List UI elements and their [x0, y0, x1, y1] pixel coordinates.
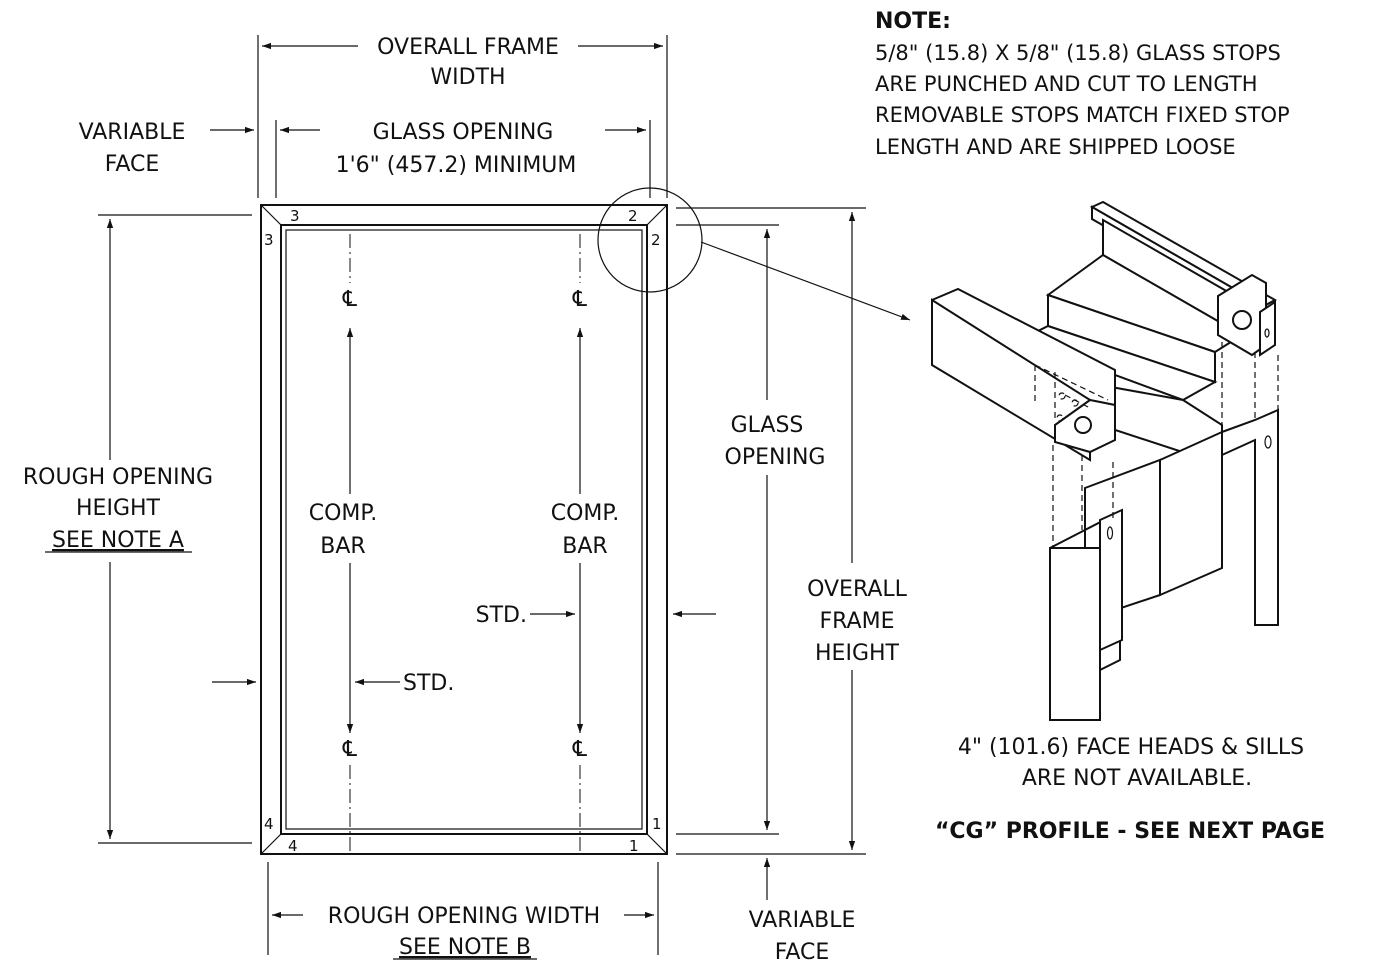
detail-callout-leader	[700, 241, 911, 321]
comp-bar-right-label-1: COMP.	[551, 501, 620, 526]
comp-bar-left-label-2: BAR	[320, 534, 365, 559]
overall-frame-height-label-3: HEIGHT	[815, 641, 900, 666]
rough-opening-height-label-1: ROUGH OPENING	[23, 465, 213, 490]
note-line-3: REMOVABLE STOPS MATCH FIXED STOP	[875, 103, 1290, 127]
note-line-1: 5/8" (15.8) X 5/8" (15.8) GLASS STOPS	[875, 41, 1281, 65]
corner-label-3-top: 3	[290, 207, 300, 225]
rough-opening-height-label-3: SEE NOTE A	[52, 528, 184, 553]
corner-label-1-side: 1	[652, 815, 662, 833]
centerline-symbol-right-top: ℄	[572, 287, 588, 312]
corner-label-1-bottom: 1	[629, 837, 639, 855]
detail-callout-circle	[597, 187, 703, 293]
centerline-symbol-right-bottom: ℄	[572, 737, 588, 762]
corner-label-2-side: 2	[651, 231, 661, 249]
std-label-right: STD.	[476, 603, 527, 628]
corner-label-4-bottom: 4	[288, 837, 298, 855]
glass-opening-side-label-2: OPENING	[725, 445, 826, 470]
note-line-2: ARE PUNCHED AND CUT TO LENGTH	[875, 72, 1258, 96]
variable-face-top-label-2: FACE	[105, 152, 160, 177]
corner-label-2-top: 2	[628, 207, 638, 225]
corner-joint-detail	[931, 200, 1279, 721]
glass-opening-side-label-1: GLASS	[731, 413, 804, 438]
comp-bar-right-label-2: BAR	[562, 534, 607, 559]
overall-frame-width-label-2: WIDTH	[430, 65, 505, 90]
note-line-4: LENGTH AND ARE SHIPPED LOOSE	[875, 135, 1236, 159]
overall-frame-width-label-1: OVERALL FRAME	[377, 35, 559, 60]
centerline-symbol-left-top: ℄	[342, 287, 358, 312]
note-title: NOTE:	[875, 9, 951, 34]
corner-label-3-side: 3	[264, 231, 274, 249]
std-label-left: STD.	[403, 671, 454, 696]
rough-opening-width-label-2: SEE NOTE B	[399, 935, 531, 960]
profile-reference: “CG” PROFILE - SEE NEXT PAGE	[935, 819, 1325, 844]
comp-bar-left-label-1: COMP.	[309, 501, 378, 526]
variable-face-bottom-label-2: FACE	[775, 940, 830, 964]
centerline-symbol-left-bottom: ℄	[342, 737, 358, 762]
caption-line-1: 4" (101.6) FACE HEADS & SILLS	[958, 735, 1304, 760]
overall-frame-height-label-2: FRAME	[820, 609, 895, 634]
glass-opening-top-label-2: 1'6" (457.2) MINIMUM	[336, 153, 577, 178]
variable-face-bottom-label-1: VARIABLE	[749, 908, 856, 933]
rough-opening-width-label-1: ROUGH OPENING WIDTH	[328, 904, 600, 929]
corner-label-4-side: 4	[264, 815, 274, 833]
glass-opening-top-label-1: GLASS OPENING	[373, 120, 554, 145]
rough-opening-height-label-2: HEIGHT	[76, 496, 161, 521]
caption-line-2: ARE NOT AVAILABLE.	[1022, 766, 1252, 791]
variable-face-top-label-1: VARIABLE	[79, 120, 186, 145]
frame-outline	[260, 204, 668, 855]
overall-frame-height-label-1: OVERALL	[807, 577, 908, 602]
